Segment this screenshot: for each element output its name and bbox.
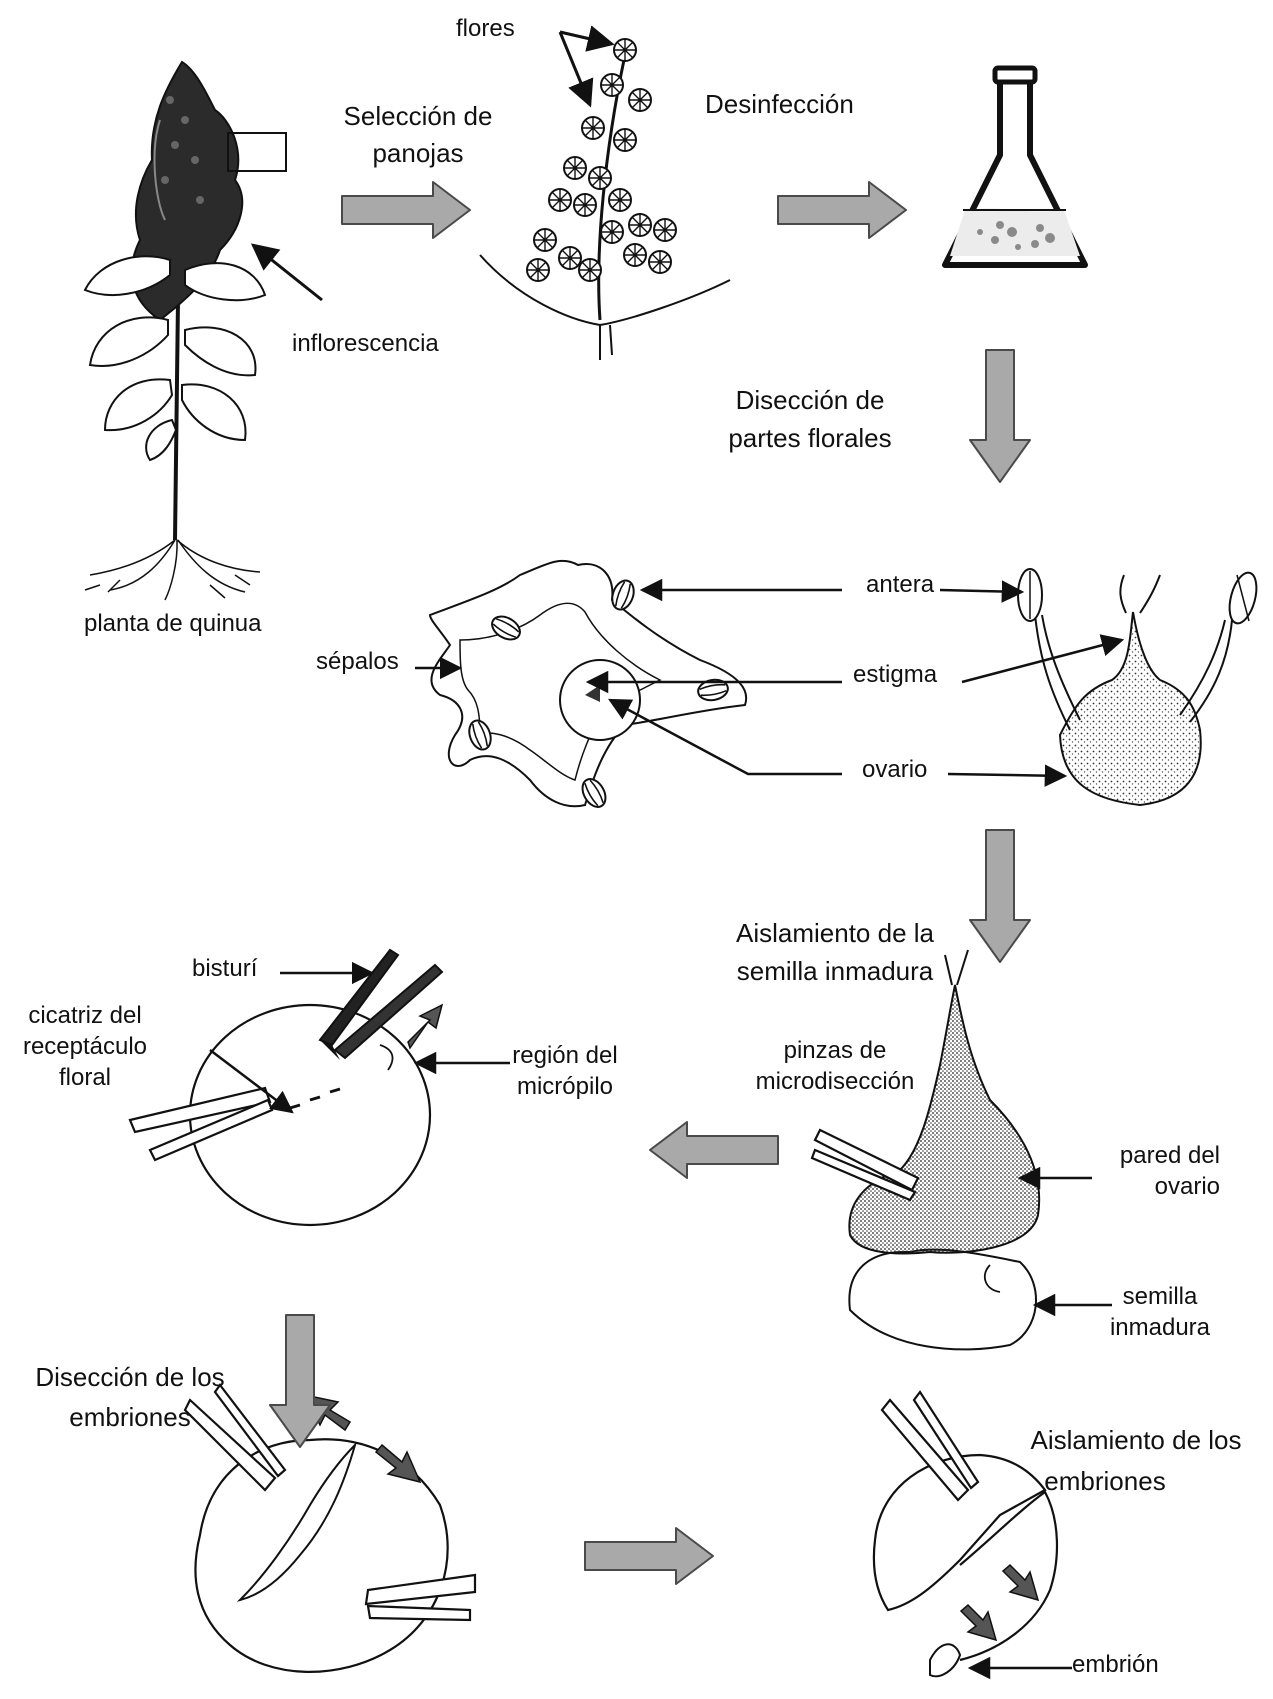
seed-with-scalpel-illustration bbox=[130, 950, 510, 1225]
process-arrow-2-right bbox=[778, 182, 906, 238]
step-aislamiento-semilla-line1: Aislamiento de la bbox=[700, 918, 970, 948]
label-cicatriz-line2: receptáculo bbox=[0, 1033, 170, 1061]
quinoa-plant-illustration bbox=[85, 62, 322, 600]
seed-in-ovary-illustration bbox=[812, 950, 1112, 1349]
process-arrow-1-right bbox=[342, 182, 470, 238]
step-aislamiento-semilla-line2: semilla inmadura bbox=[700, 956, 970, 986]
label-pinzas-line2: microdisección bbox=[740, 1068, 930, 1096]
process-arrow-6-down bbox=[270, 1315, 330, 1447]
label-ovario: ovario bbox=[862, 756, 927, 784]
label-inflorescencia: inflorescencia bbox=[292, 330, 439, 358]
label-bisturi: bisturí bbox=[192, 955, 257, 983]
step-diseccion-embriones-line1: Disección de los bbox=[5, 1362, 255, 1392]
step-aislamiento-embriones-line2: embriones bbox=[1005, 1466, 1205, 1496]
motion-arrow-small bbox=[408, 1005, 442, 1048]
erlenmeyer-flask-icon bbox=[945, 68, 1085, 265]
flores-pointer-a bbox=[560, 32, 612, 44]
step-desinfeccion: Desinfección bbox=[705, 89, 854, 119]
label-flores: flores bbox=[456, 15, 515, 43]
label-cicatriz-line3: floral bbox=[0, 1064, 170, 1092]
label-pared-line2: ovario bbox=[1080, 1173, 1220, 1201]
flower-side-view-illustration bbox=[1018, 569, 1261, 805]
step-diseccion-embriones-line2: embriones bbox=[5, 1402, 255, 1432]
flores-pointer-b bbox=[560, 32, 590, 105]
isolation-arrow-b bbox=[961, 1605, 996, 1640]
isolation-arrow-a bbox=[1003, 1565, 1038, 1600]
process-arrow-3-down bbox=[970, 350, 1030, 482]
label-pinzas-line1: pinzas de bbox=[740, 1037, 930, 1065]
flower-top-view-illustration bbox=[430, 561, 746, 811]
label-embrion: embrión bbox=[1072, 1651, 1159, 1679]
process-arrow-7-right bbox=[585, 1528, 713, 1584]
step-diseccion-partes-line2: partes florales bbox=[695, 423, 925, 453]
step-aislamiento-embriones-line1: Aislamiento de los bbox=[1005, 1425, 1267, 1455]
label-sepalos: sépalos bbox=[316, 648, 399, 676]
process-arrow-4-down bbox=[970, 830, 1030, 962]
label-antera: antera bbox=[866, 571, 934, 599]
step-diseccion-partes-line1: Disección de bbox=[695, 385, 925, 415]
label-estigma: estigma bbox=[853, 661, 937, 689]
label-planta: planta de quinua bbox=[84, 610, 262, 638]
plant-roots bbox=[85, 540, 260, 600]
label-micropilo-line2: micrópilo bbox=[500, 1073, 630, 1101]
label-micropilo-line1: región del bbox=[500, 1042, 630, 1070]
step-seleccion-line1: Selección de bbox=[318, 101, 518, 131]
label-semilla-line2: inmadura bbox=[1090, 1314, 1230, 1342]
label-pared-line1: pared del bbox=[1080, 1142, 1220, 1170]
label-semilla-line1: semilla bbox=[1090, 1283, 1230, 1311]
label-cicatriz-line1: cicatriz del bbox=[0, 1002, 170, 1030]
process-arrow-5-left bbox=[650, 1122, 778, 1178]
step-seleccion-line2: panojas bbox=[318, 138, 518, 168]
flower-branch-illustration bbox=[480, 32, 730, 360]
